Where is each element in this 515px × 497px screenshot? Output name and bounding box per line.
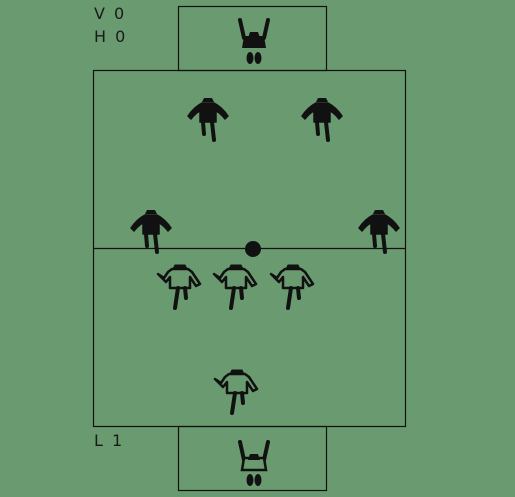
visitors-score: 0 xyxy=(114,4,126,23)
home-score-row: H 0 xyxy=(94,27,127,46)
light-team-player-icon[interactable] xyxy=(212,263,258,310)
level-label: L xyxy=(94,431,105,450)
home-label: H xyxy=(94,27,108,46)
dark-team-player-icon[interactable] xyxy=(186,96,230,142)
light-team-player-icon[interactable] xyxy=(213,368,259,415)
light-goalkeeper-icon[interactable] xyxy=(238,440,270,488)
ball-icon[interactable] xyxy=(245,241,261,257)
scoreboard: V 0 H 0 L 1 xyxy=(94,4,127,450)
dark-team-player-icon[interactable] xyxy=(357,208,401,254)
level-value: 1 xyxy=(112,431,124,450)
light-team-player-icon[interactable] xyxy=(269,263,315,310)
dark-team-player-icon[interactable] xyxy=(300,96,344,142)
dark-goalkeeper-icon[interactable] xyxy=(238,18,270,66)
visitors-score-row: V 0 xyxy=(94,4,126,23)
dark-team-player-icon[interactable] xyxy=(129,208,173,254)
bottom-goal-area xyxy=(177,425,328,492)
light-team-player-icon[interactable] xyxy=(156,263,202,310)
level-row: L 1 xyxy=(94,431,124,450)
home-score: 0 xyxy=(115,27,127,46)
visitors-label: V xyxy=(94,4,107,23)
